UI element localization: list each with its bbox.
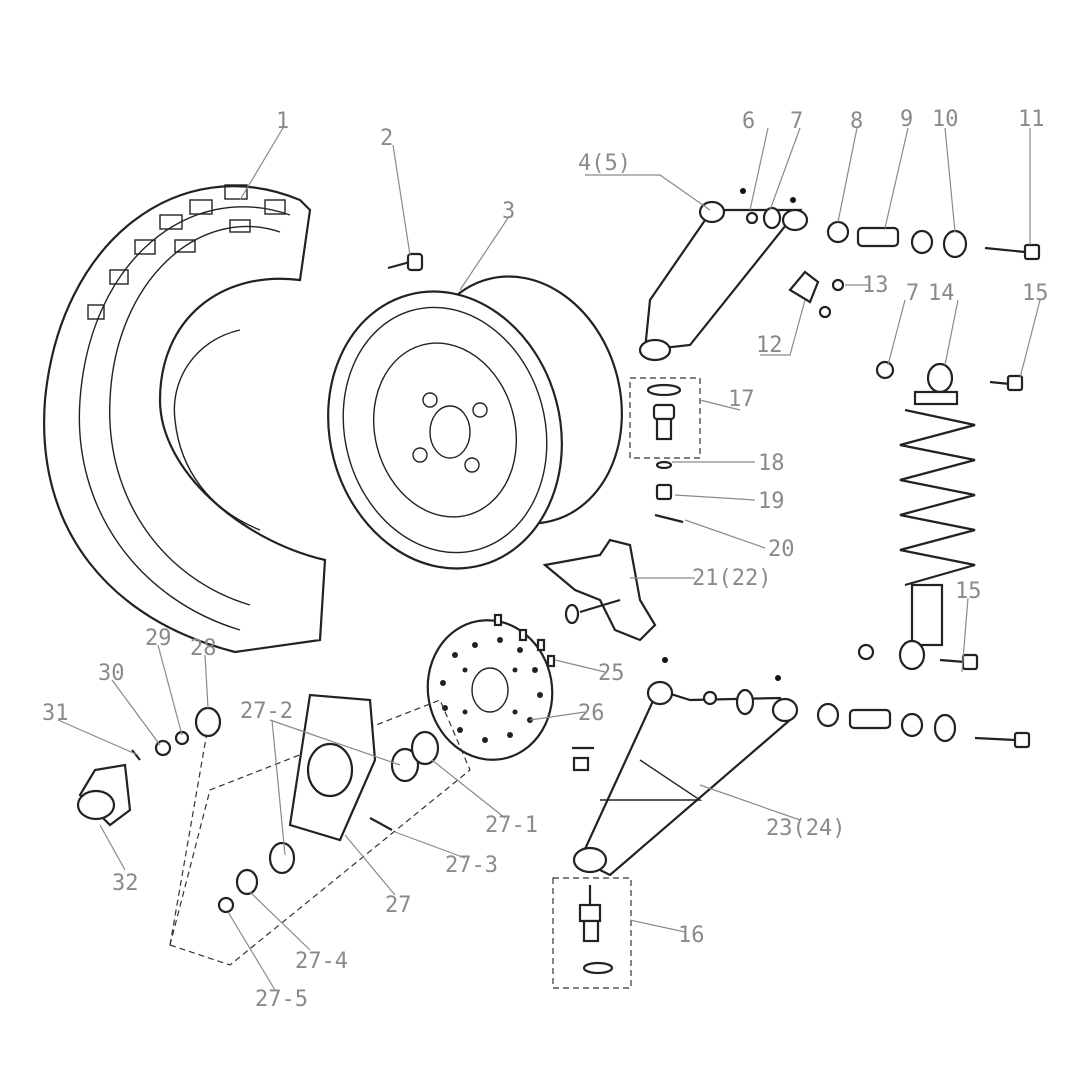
label-3: 3 <box>502 199 515 224</box>
label-7-lower: 7 <box>906 281 919 306</box>
label-8: 8 <box>850 109 863 134</box>
label-23-24: 23(24) <box>766 816 845 841</box>
label-2: 2 <box>380 126 393 151</box>
lower-a-arm <box>572 657 1031 877</box>
label-17: 17 <box>728 387 755 412</box>
label-31: 31 <box>42 701 69 726</box>
label-26: 26 <box>578 701 605 726</box>
label-27: 27 <box>385 893 412 918</box>
label-12: 12 <box>756 333 783 358</box>
label-15-upper: 15 <box>1022 281 1049 306</box>
ball-joint-lower <box>552 877 632 989</box>
label-30: 30 <box>98 661 125 686</box>
steering-knuckle <box>542 538 657 642</box>
label-27-1: 27-1 <box>485 813 538 838</box>
label-13: 13 <box>862 273 889 298</box>
part-labels: 1 2 3 4(5) 6 7 8 9 10 11 13 12 7 14 15 1… <box>42 107 1049 1012</box>
label-16: 16 <box>678 923 705 948</box>
label-4-5: 4(5) <box>578 151 631 176</box>
rim <box>327 275 623 570</box>
label-32: 32 <box>112 871 139 896</box>
label-15-lower: 15 <box>955 579 982 604</box>
label-1: 1 <box>276 109 289 134</box>
label-21-22: 21(22) <box>692 566 771 591</box>
label-27-4: 27-4 <box>295 949 348 974</box>
bolt-2 <box>387 252 424 272</box>
label-19: 19 <box>758 489 785 514</box>
label-27-3: 27-3 <box>445 853 498 878</box>
label-6: 6 <box>742 109 755 134</box>
hub-assembly <box>76 693 471 966</box>
shock-absorber <box>857 360 1024 671</box>
label-27-5: 27-5 <box>255 987 308 1012</box>
leader-lines <box>57 127 1041 991</box>
ball-joint-upper <box>629 377 701 524</box>
label-28: 28 <box>190 636 217 661</box>
upper-a-arm <box>638 188 1041 362</box>
label-29: 29 <box>145 626 172 651</box>
label-11: 11 <box>1018 107 1045 132</box>
tire <box>43 184 327 654</box>
label-9: 9 <box>900 107 913 132</box>
label-18: 18 <box>758 451 785 476</box>
label-20: 20 <box>768 537 795 562</box>
label-25: 25 <box>598 661 625 686</box>
label-7-upper: 7 <box>790 109 803 134</box>
brake-disc <box>426 613 556 761</box>
label-10: 10 <box>932 107 959 132</box>
label-14: 14 <box>928 281 955 306</box>
label-27-2: 27-2 <box>240 699 293 724</box>
